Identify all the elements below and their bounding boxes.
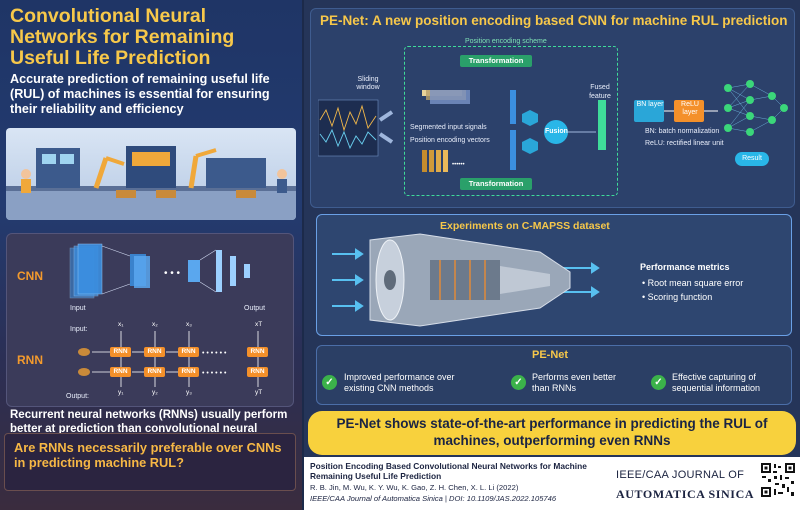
result-item-3: Effective capturing of sequential inform…: [672, 372, 761, 393]
neural-net-icon: [724, 80, 788, 136]
intro-text: Accurate prediction of remaining useful …: [10, 72, 270, 116]
check-icon: ✓: [511, 375, 526, 390]
factory-illustration: [6, 128, 296, 220]
rnn-input-label: Input:: [70, 326, 88, 333]
transformation-bottom: Transformation: [460, 178, 532, 190]
citation-box: [304, 457, 800, 510]
qr-code-icon: [760, 462, 796, 498]
relu-layer-label: ReLU layer: [681, 101, 699, 116]
fused-feature-label: Fused feature: [589, 84, 611, 100]
turbofan-engine-icon: [332, 233, 600, 327]
paper-title: Position Encoding Based Convolutional Ne…: [310, 461, 587, 481]
conclusion-text: PE-Net shows state-of-the-art performanc…: [336, 416, 768, 448]
main-title: Convolutional Neural Networks for Remain…: [10, 5, 235, 69]
rnn-cell: RNN: [178, 347, 199, 357]
rnn-connections: • • • • • • • • • • • •: [78, 331, 259, 387]
metric-item: • Scoring function: [642, 292, 713, 302]
result-item-2: Performs even better than RNNs: [532, 372, 617, 393]
robot-arm-icon: [6, 146, 296, 220]
pos-vectors-label: Position encoding vectors: [410, 137, 490, 144]
rnn-output-label: Output:: [66, 393, 89, 400]
svg-text:• • •: • • •: [164, 268, 181, 279]
cnn-diagram: • • •: [69, 243, 250, 299]
transformation-top: Transformation: [460, 55, 532, 67]
rnn-label: RNN: [17, 353, 43, 367]
rnn-cell: RNN: [144, 347, 165, 357]
rnn-y2: y₂: [152, 389, 158, 396]
rnn-xT: xT: [255, 321, 263, 328]
rnn-cell: RNN: [110, 347, 131, 357]
rnn-cell: RNN: [247, 367, 268, 377]
rnn-x2: x₂: [152, 321, 158, 328]
check-icon: ✓: [322, 375, 337, 390]
cnn-input-label: Input: [70, 305, 86, 312]
rnn-yT: yT: [255, 389, 263, 396]
journal-name-line1: IEEE/CAA JOURNAL OF: [616, 469, 745, 481]
rnn-x3: x₃: [186, 321, 192, 328]
paper-journal-doi: IEEE/CAA Journal of Automatica Sinica | …: [310, 494, 557, 503]
cnn-output-label: Output: [244, 305, 266, 312]
fusion-label: Fusion: [545, 128, 568, 135]
position-encoding-scheme-box: [404, 46, 618, 196]
pe-net-panel: [310, 8, 795, 208]
metrics-title: Performance metrics: [640, 262, 730, 272]
check-icon: ✓: [651, 375, 666, 390]
conclusion-banner: [308, 411, 796, 455]
experiments-title: Experiments on C-MAPSS dataset: [440, 220, 610, 232]
svg-text:• • • • • •: • • • • • •: [202, 350, 227, 357]
result-item-1: Improved performance over existing CNN m…: [344, 372, 455, 393]
paper-authors: R. B. Jin, M. Wu, K. Y. Wu, K. Gao, Z. H…: [310, 483, 519, 492]
relu-definition: ReLU: rectified linear unit: [645, 140, 724, 147]
rnn-cell: RNN: [178, 367, 199, 377]
metric-scoring: Scoring function: [647, 292, 713, 302]
rnn-cell: RNN: [110, 367, 131, 377]
rnn-x1: x₁: [118, 321, 124, 328]
rnn-cell: RNN: [247, 347, 268, 357]
metric-item: • Root mean square error: [642, 278, 744, 288]
question-text: Are RNNs necessarily preferable over CNN…: [14, 440, 282, 470]
pe-results-title: PE-Net: [532, 349, 569, 361]
svg-text:• • • • • •: • • • • • •: [202, 370, 227, 377]
rnn-y1: y₁: [118, 389, 124, 396]
rnn-cell: RNN: [144, 367, 165, 377]
question-box: [4, 433, 296, 491]
svg-text:••••••: ••••••: [452, 162, 465, 168]
journal-name-line2: AUTOMATICA SINICA: [616, 487, 755, 501]
cnn-label: CNN: [17, 269, 43, 283]
sliding-window-label: Sliding window: [356, 76, 380, 91]
scheme-label: Position encoding scheme: [462, 38, 550, 45]
pe-net-pipeline: ••••••: [318, 90, 718, 172]
bn-layer-label: BN layer: [636, 101, 664, 108]
segmented-label: Segmented input signals: [410, 124, 487, 131]
pe-net-results-panel: [316, 345, 792, 405]
result-node: Result: [735, 152, 769, 166]
rnn-y3: y₃: [186, 389, 192, 396]
metric-rmse: Root mean square error: [647, 278, 744, 288]
pe-net-title: PE-Net: A new position encoding based CN…: [320, 13, 788, 28]
bn-definition: BN: batch normalization: [645, 128, 720, 135]
